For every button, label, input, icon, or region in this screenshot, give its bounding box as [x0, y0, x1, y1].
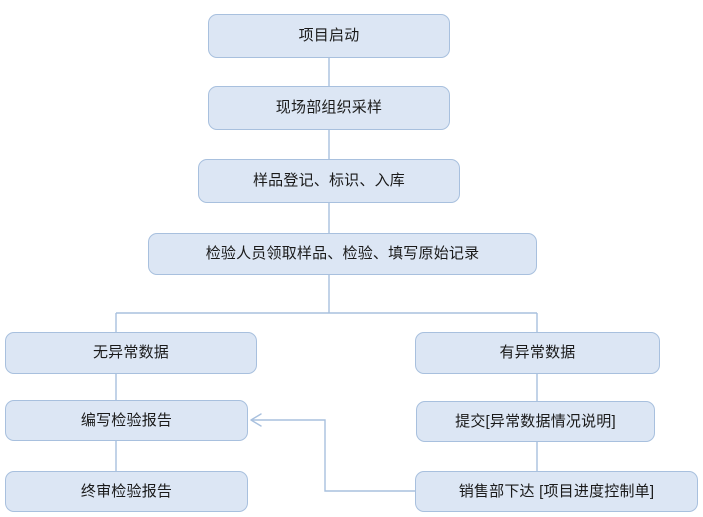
- node-label: 有异常数据: [499, 344, 576, 361]
- node-label: 检验人员领取样品、检验、填写原始记录: [205, 245, 480, 262]
- node-submit-abnormal-explanation[interactable]: 提交[异常数据情况说明]: [416, 401, 655, 442]
- node-has-abnormal-data[interactable]: 有异常数据: [415, 332, 660, 374]
- node-label: 提交[异常数据情况说明]: [455, 412, 616, 430]
- node-project-start[interactable]: 项目启动: [208, 14, 450, 58]
- node-label: 项目启动: [298, 27, 360, 44]
- node-site-sampling[interactable]: 现场部组织采样: [208, 86, 450, 130]
- node-inspection-record[interactable]: 检验人员领取样品、检验、填写原始记录: [148, 233, 537, 275]
- node-sample-registration[interactable]: 样品登记、标识、入库: [198, 159, 460, 203]
- node-label: 销售部下达 [项目进度控制单]: [458, 482, 655, 500]
- node-final-inspection-report[interactable]: 终审检验报告: [5, 471, 248, 512]
- node-no-abnormal-data[interactable]: 无异常数据: [5, 332, 257, 374]
- node-label: 现场部组织采样: [275, 99, 383, 116]
- node-sales-dept-progress-order[interactable]: 销售部下达 [项目进度控制单]: [415, 471, 698, 512]
- node-label: 样品登记、标识、入库: [252, 172, 405, 189]
- connector-feedback-n10-n7: [252, 419, 415, 492]
- node-label: 终审检验报告: [80, 482, 173, 500]
- node-label: 编写检验报告: [80, 411, 173, 429]
- arrowhead-icon: [250, 413, 262, 427]
- node-label: 无异常数据: [92, 344, 169, 361]
- node-write-inspection-report[interactable]: 编写检验报告: [5, 400, 248, 441]
